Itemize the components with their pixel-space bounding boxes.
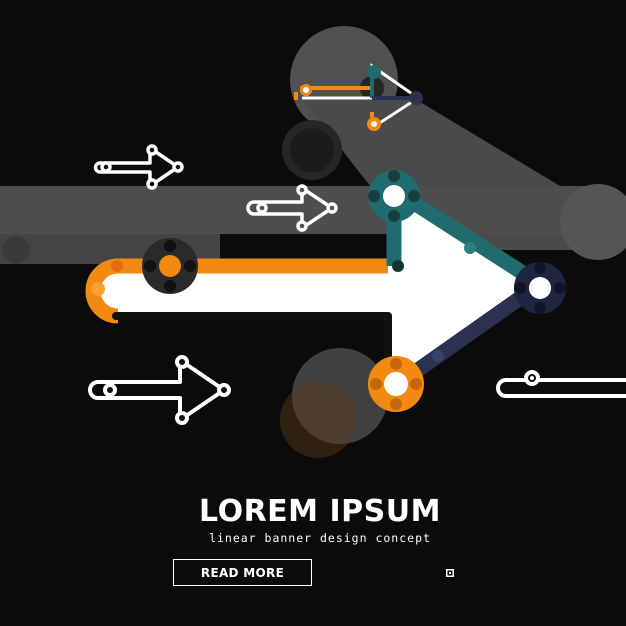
background-shapes: [0, 26, 626, 458]
arrow-right-icon: [246, 184, 338, 232]
arrow-right-icon: [93, 144, 184, 190]
arrow-right-icon: [496, 370, 626, 398]
read-more-button[interactable]: READ MORE: [173, 559, 312, 586]
arrow-right-icon: [88, 355, 231, 425]
large-arrow-icon: [85, 170, 566, 412]
square-dot-icon: [446, 569, 454, 577]
headline: LOREM IPSUM: [199, 494, 441, 529]
arrow-right-icon: [294, 63, 423, 131]
tagline: linear banner design concept: [209, 531, 431, 545]
